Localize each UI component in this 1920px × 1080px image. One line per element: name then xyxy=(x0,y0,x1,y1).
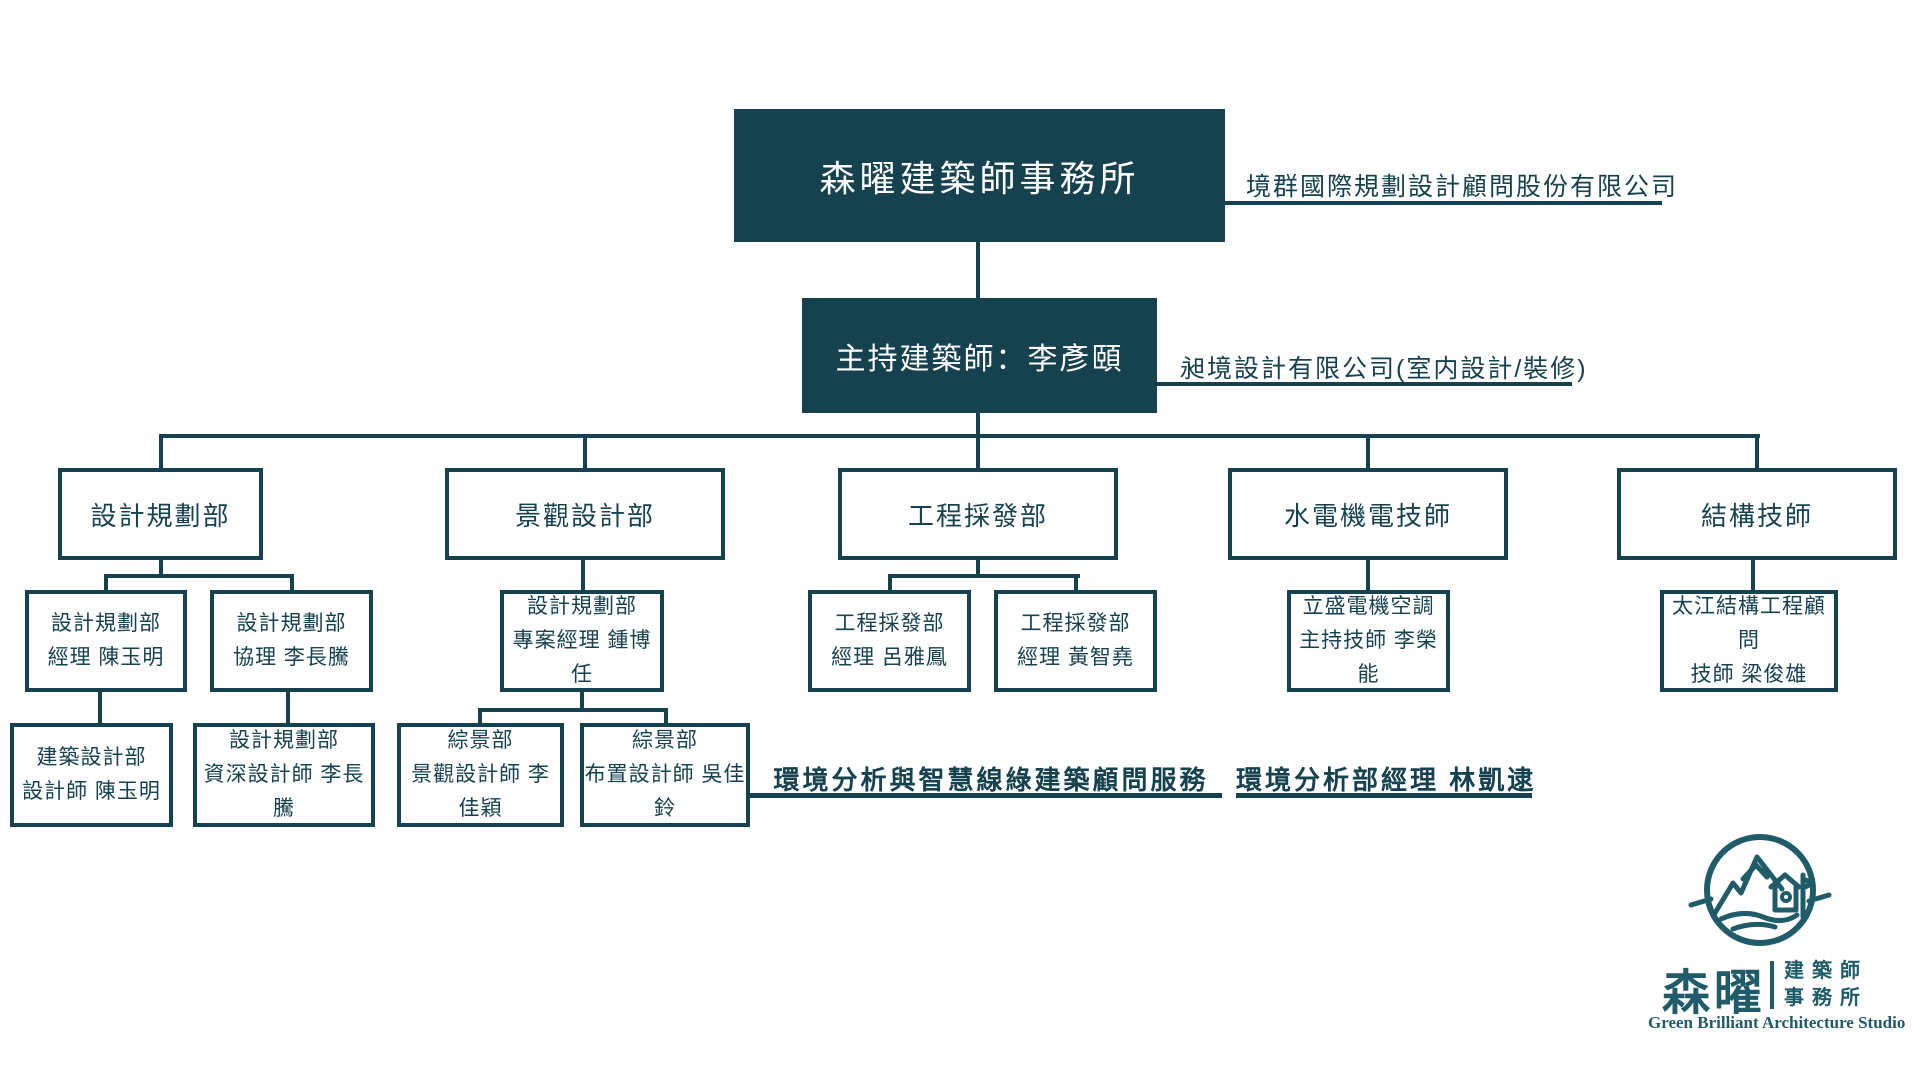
logo-name-en: Green Brilliant Architecture Studio xyxy=(1648,1013,1906,1032)
staff-line: 設計規劃部 xyxy=(51,612,161,635)
staff-arch-designer-box: 建築設計部 設計師 陳玉明 xyxy=(10,723,173,827)
connector-procurement-down xyxy=(976,560,980,574)
dept-landscape-box: 景觀設計部 xyxy=(445,468,725,560)
staff-planning-manager-box: 設計規劃部 經理 陳玉明 xyxy=(25,590,187,692)
dept-procurement-box: 工程採發部 xyxy=(838,468,1118,560)
staff-planning-deputy-box: 設計規劃部 協理 李長騰 xyxy=(210,590,373,692)
staff-mep-engineer-box: 立盛電機空調 主持技師 李榮能 xyxy=(1287,590,1450,692)
staff-landscape-designer-box: 綜景部 景觀設計師 李佳穎 xyxy=(397,723,564,827)
staff-line: 經理 呂雅鳳 xyxy=(831,646,948,669)
logo-title-column: 建築師 事務所 xyxy=(1784,958,1868,1012)
logo-name-zh: 森曜 xyxy=(1662,967,1767,1020)
staff-line: 立盛電機空調 xyxy=(1302,595,1435,618)
service-footnote: 環境分析與智慧線綠建築顧問服務 xyxy=(773,765,1209,795)
connector-mep-down xyxy=(1366,560,1370,590)
staff-line: 布置設計師 吳佳鈴 xyxy=(584,763,746,820)
staff-line: 工程採發部 xyxy=(834,612,945,635)
stub-planning-deputy xyxy=(290,574,294,590)
org-root-label: 森曜建築師事務所 xyxy=(819,157,1140,199)
stub-dept-mep xyxy=(1366,434,1370,468)
stub-dept-planning xyxy=(159,434,163,468)
staff-line: 主持技師 李榮能 xyxy=(1299,629,1438,686)
staff-procurement-manager1-box: 工程採發部 經理 呂雅鳳 xyxy=(808,590,971,692)
staff-line: 協理 李長騰 xyxy=(233,646,350,669)
staff-layout-designer-box: 綜景部 布置設計師 吳佳鈴 xyxy=(580,723,750,827)
stub-dept-procurement xyxy=(976,434,980,468)
stub-layout-designer xyxy=(664,708,668,723)
stub-procurement-manager2 xyxy=(1074,574,1078,590)
env-manager-footnote-underline xyxy=(1236,793,1532,798)
staff-landscape-pm-box: 設計規劃部 專案經理 鍾博任 xyxy=(500,590,664,692)
connector-principal-departments xyxy=(976,413,980,438)
connector-root-principal xyxy=(976,242,980,298)
staff-line: 經理 黃智堯 xyxy=(1017,646,1134,669)
connector-pm-down xyxy=(580,692,584,708)
dept-procurement-label: 工程採發部 xyxy=(907,500,1048,531)
staff-line: 技師 梁俊雄 xyxy=(1690,663,1808,686)
staff-line: 設計規劃部 xyxy=(527,595,637,618)
staff-line: 資深設計師 李長騰 xyxy=(203,763,365,820)
staff-line: 建築設計部 xyxy=(36,746,147,769)
staff-line: 綜景部 xyxy=(447,729,514,752)
connector-planning-spread xyxy=(104,574,294,578)
service-footnote-underline xyxy=(750,793,1222,798)
org-root-box: 森曜建築師事務所 xyxy=(734,109,1225,242)
connector-deputy-senior xyxy=(286,692,290,723)
staff-line: 設計規劃部 xyxy=(229,729,339,752)
connector-planning-down xyxy=(159,560,163,574)
stub-dept-landscape xyxy=(583,434,587,468)
principal-architect-label: 主持建築師：李彥頤 xyxy=(835,342,1124,376)
logo-title-line2: 事務所 xyxy=(1784,987,1868,1009)
logo-title-line1: 建築師 xyxy=(1784,960,1868,982)
logo-divider xyxy=(1770,961,1774,1009)
staff-line: 專案經理 鍾博任 xyxy=(512,629,652,686)
staff-line: 太江結構工程顧問 xyxy=(1672,595,1826,652)
connector-landscape-down xyxy=(581,560,585,590)
staff-line: 經理 陳玉明 xyxy=(47,646,165,669)
staff-procurement-manager2-box: 工程採發部 經理 黃智堯 xyxy=(994,590,1157,692)
principal-architect-box: 主持建築師：李彥頤 xyxy=(802,298,1157,413)
principal-partner-note-underline xyxy=(1157,382,1572,386)
connector-pm-spread xyxy=(478,708,668,712)
dept-planning-box: 設計規劃部 xyxy=(58,468,263,560)
root-partner-note-underline xyxy=(1225,201,1662,205)
mountain-house-emblem-icon xyxy=(1688,834,1832,946)
dept-structure-box: 結構技師 xyxy=(1617,468,1897,560)
stub-dept-structure xyxy=(1755,434,1759,468)
company-logo: 森曜 建築師 事務所 Green Brilliant Architecture … xyxy=(1648,815,1906,1045)
dept-structure-label: 結構技師 xyxy=(1700,500,1813,531)
staff-planning-senior-box: 設計規劃部 資深設計師 李長騰 xyxy=(193,723,375,827)
dept-mep-label: 水電機電技師 xyxy=(1283,500,1452,531)
principal-partner-note: 昶境設計有限公司(室内設計/裝修) xyxy=(1180,355,1588,383)
staff-line: 綜景部 xyxy=(632,729,698,752)
connector-procurement-spread xyxy=(888,574,1080,578)
staff-line: 設計師 陳玉明 xyxy=(22,780,161,803)
connector-manager-designer xyxy=(98,692,102,723)
dept-mep-box: 水電機電技師 xyxy=(1228,468,1508,560)
dept-planning-label: 設計規劃部 xyxy=(90,500,231,531)
stub-landscape-designer xyxy=(478,708,482,723)
staff-structure-engineer-box: 太江結構工程顧問 技師 梁俊雄 xyxy=(1660,590,1838,692)
dept-landscape-label: 景觀設計部 xyxy=(514,500,655,531)
connector-structure-down xyxy=(1751,560,1755,590)
department-distribution-line xyxy=(159,434,1760,438)
env-manager-footnote: 環境分析部經理 林凱逮 xyxy=(1236,765,1537,795)
staff-line: 設計規劃部 xyxy=(236,612,347,635)
staff-line: 景觀設計師 李佳穎 xyxy=(411,763,550,820)
staff-line: 工程採發部 xyxy=(1020,612,1131,635)
stub-procurement-manager1 xyxy=(888,574,892,590)
stub-planning-manager xyxy=(104,574,108,590)
root-partner-note: 境群國際規劃設計顧問股份有限公司 xyxy=(1246,173,1679,201)
